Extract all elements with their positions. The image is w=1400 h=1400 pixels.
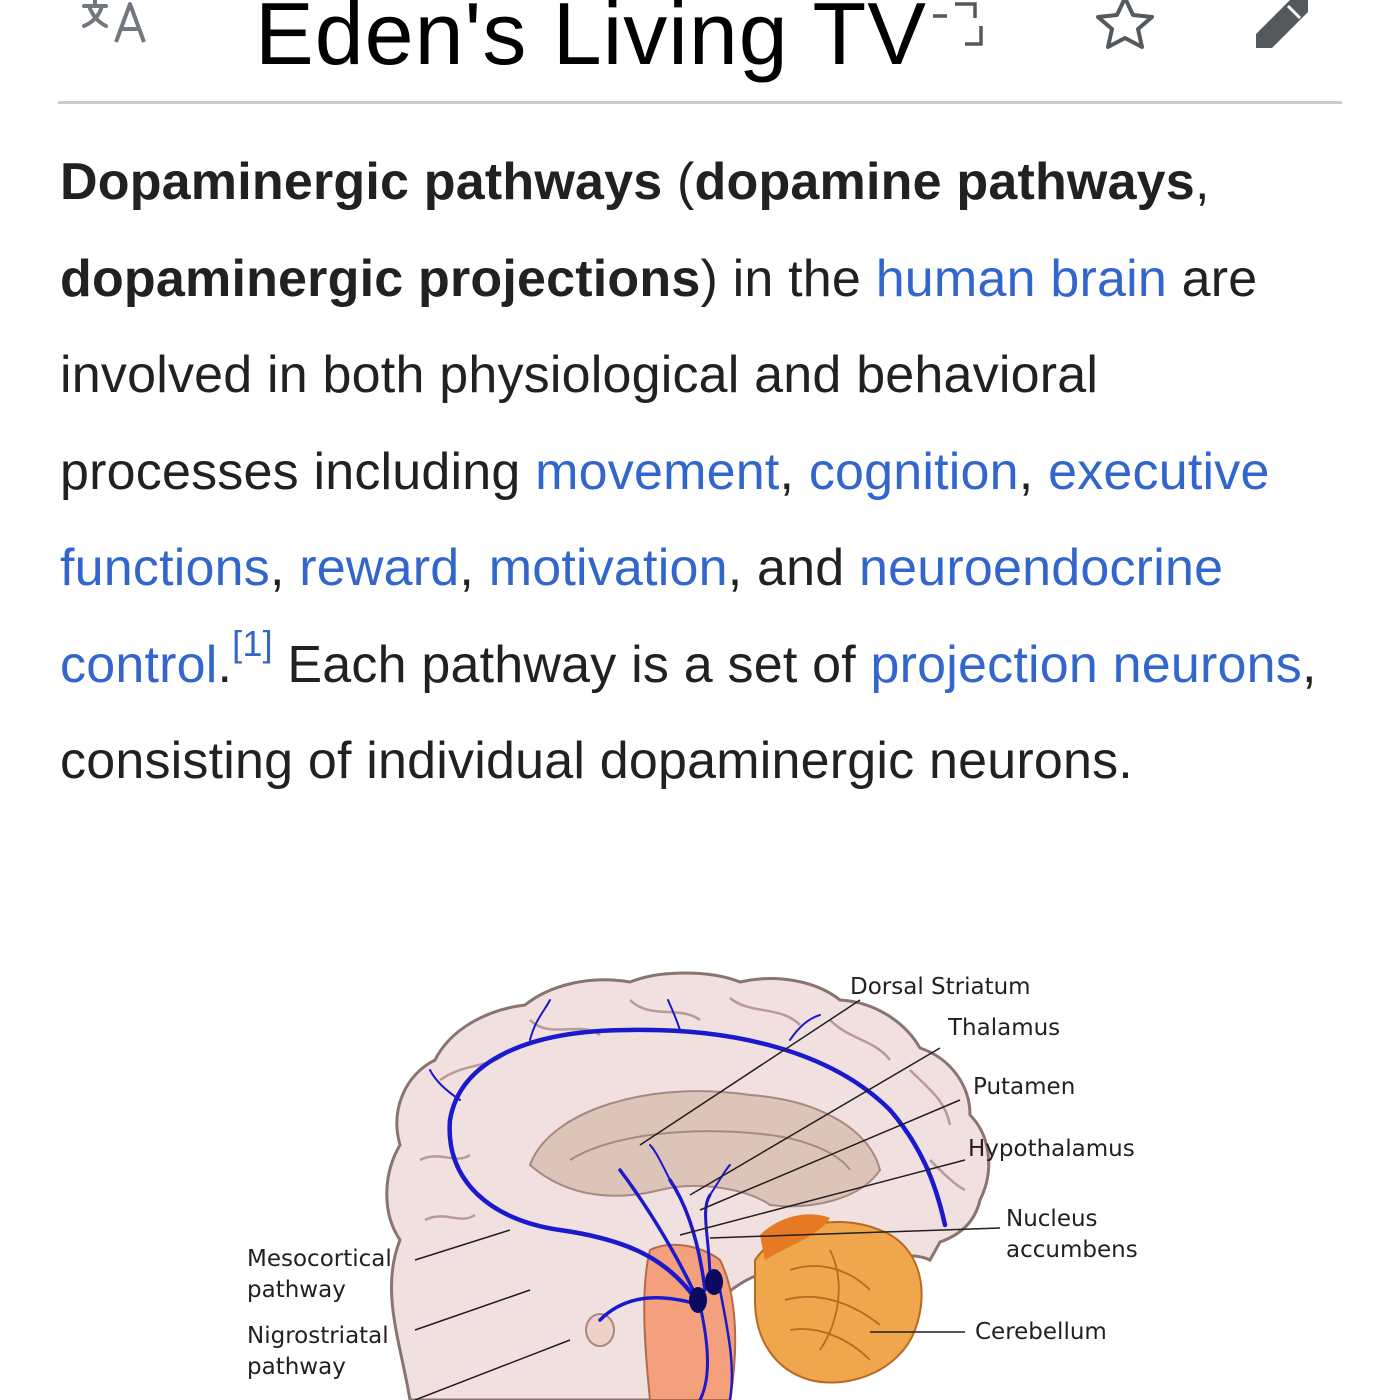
dopamine-pathways: [429, 999, 948, 1400]
label-nigrostriatal-line1: Nigrostriatal: [247, 1323, 389, 1349]
article-lead-paragraph: Dopaminergic pathways (dopamine pathways…: [60, 134, 1350, 810]
label-cerebellum: Cerebellum: [975, 1319, 1107, 1345]
text-run: ,: [1194, 153, 1210, 211]
callosum-curve: [569, 1130, 851, 1171]
text-run: are involved in both physiological and b…: [60, 249, 1258, 501]
label-hypothalamus: Hypothalamus: [968, 1136, 1135, 1162]
text-run: Each pathway is a set of: [272, 635, 871, 694]
cerebellum-dark-region: [760, 1214, 830, 1260]
leader-lines: [414, 999, 1001, 1400]
label-mesocortical-line2: pathway: [247, 1277, 346, 1303]
brain-diagram: Dorsal Striatum Thalamus Putamen Hypotha…: [247, 971, 1138, 1400]
label-putamen: Putamen: [973, 1074, 1075, 1100]
text-run: .: [217, 635, 233, 694]
link-neuroendocrine-control[interactable]: neuroendocrine control: [60, 539, 1224, 694]
text-run: , and: [727, 539, 859, 597]
language-icon[interactable]: [80, 0, 160, 48]
text-run: ,: [1018, 442, 1049, 501]
pituitary-shape: [585, 1313, 615, 1347]
bold-term-dopaminergic-pathways: Dopaminergic pathways: [60, 153, 663, 211]
brainstem-shape: [643, 1243, 737, 1400]
bold-term-dopaminergic-projections: dopaminergic projections: [60, 249, 701, 308]
label-mesocortical-line1: Mesocortical: [247, 1246, 392, 1272]
substantia-nigra-nucleus: [705, 1269, 723, 1295]
translate-overlay-icon: [925, 0, 1000, 50]
header-divider: [58, 101, 1342, 104]
label-thalamus: Thalamus: [947, 1015, 1060, 1041]
link-movement[interactable]: movement: [535, 442, 780, 501]
pencil-icon[interactable]: [1248, 0, 1318, 50]
link-cognition[interactable]: cognition: [808, 442, 1019, 501]
text-run: ,: [269, 539, 300, 597]
text-run: (: [662, 153, 695, 211]
text-run: ,: [779, 442, 809, 501]
reference-1[interactable]: [1]: [232, 622, 273, 664]
bold-term-dopamine-pathways: dopamine pathways: [694, 153, 1195, 211]
link-projection-neurons[interactable]: projection neurons: [870, 635, 1302, 694]
page-title: Eden's Living TV: [255, 0, 928, 83]
label-dorsal-striatum: Dorsal Striatum: [850, 974, 1031, 1000]
text-run: , consisting of individual dopaminergic …: [60, 635, 1317, 791]
link-human-brain[interactable]: human brain: [875, 249, 1167, 308]
link-reward[interactable]: reward: [299, 539, 460, 597]
link-executive-functions[interactable]: executive functions: [60, 442, 1270, 598]
text-run: ) in the: [700, 249, 876, 308]
cerebellum-folia: [784, 1249, 881, 1361]
vta-nucleus: [689, 1287, 707, 1313]
page-header: Eden's Living TV: [0, 0, 1400, 104]
link-motivation[interactable]: motivation: [488, 539, 728, 597]
text-run: ,: [459, 539, 489, 597]
label-nigrostriatal-line2: pathway: [247, 1354, 346, 1380]
label-nucleus-line2: accumbens: [1006, 1237, 1138, 1263]
dopamine-pathways-figure[interactable]: Dorsal Striatum Thalamus Putamen Hypotha…: [230, 960, 1180, 1400]
star-icon[interactable]: [1090, 0, 1160, 50]
label-nucleus-line1: Nucleus: [1006, 1206, 1098, 1232]
